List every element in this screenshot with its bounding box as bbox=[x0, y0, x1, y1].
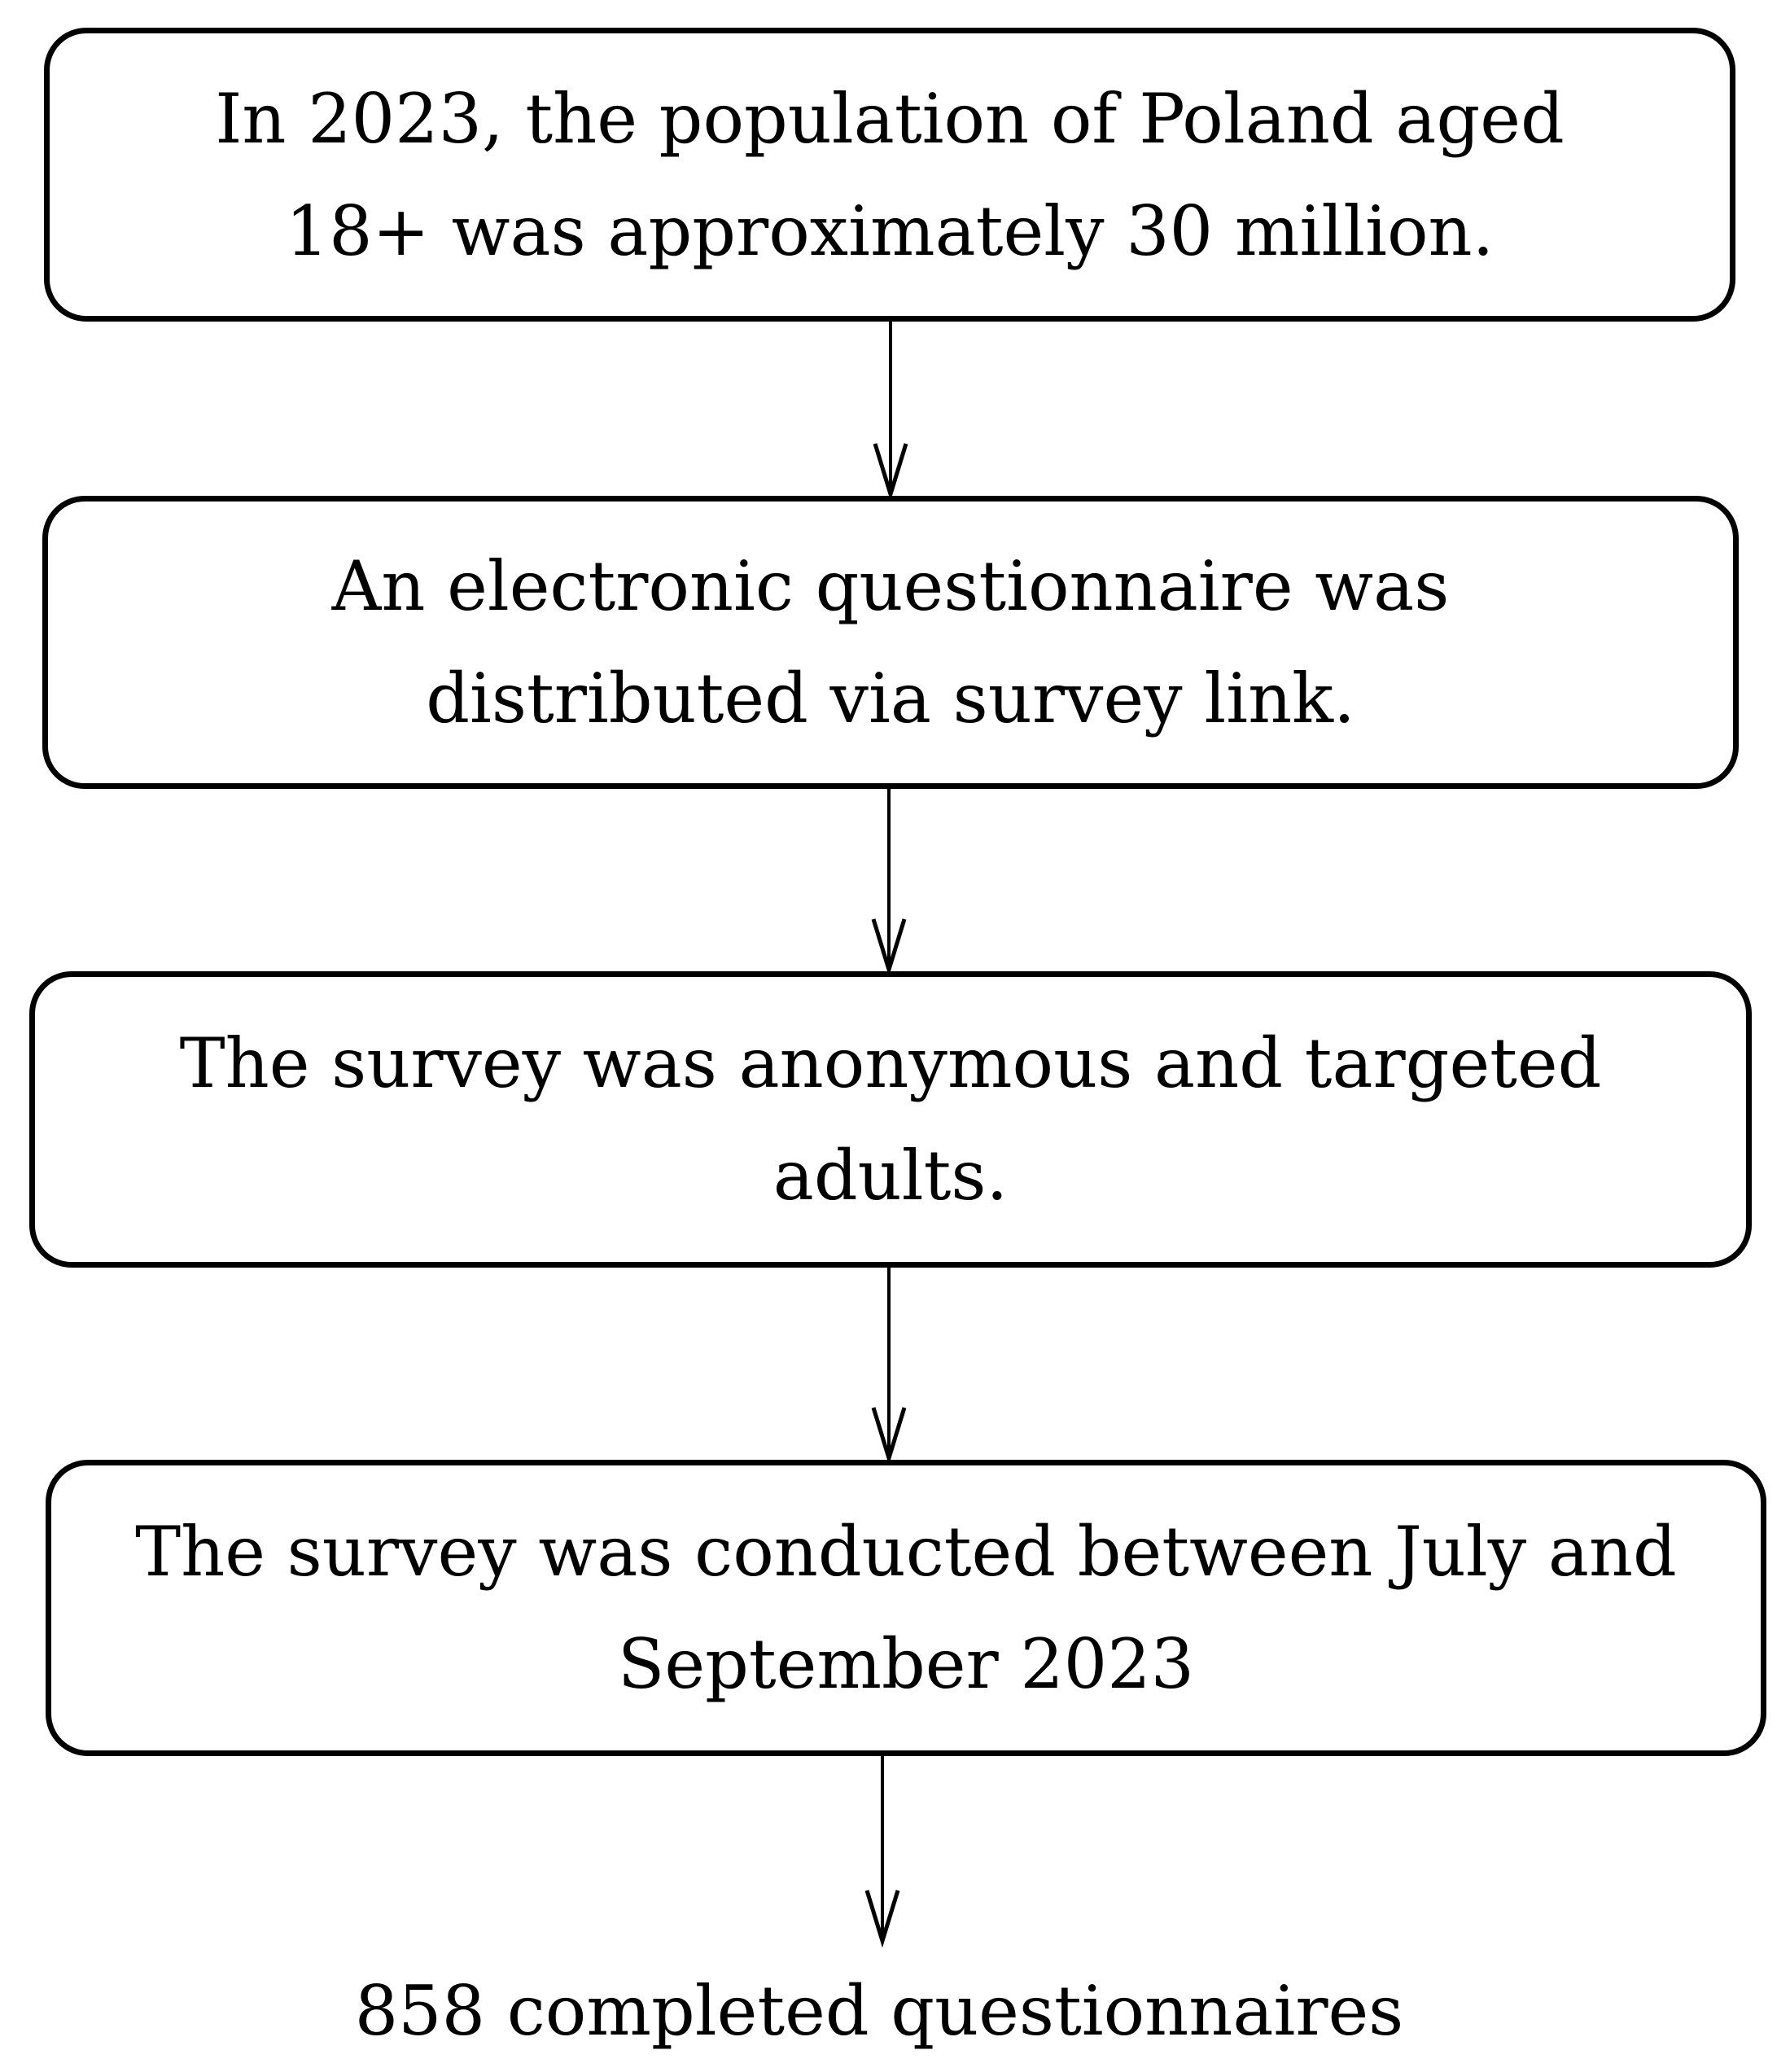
flow-step-questionnaire-text: An electronic questionnaire was distribu… bbox=[331, 546, 1450, 738]
arrow-3 bbox=[871, 1268, 907, 1465]
flow-step-questionnaire: An electronic questionnaire was distribu… bbox=[42, 496, 1739, 789]
arrow-1 bbox=[873, 322, 908, 502]
flow-result: 858 completed questionnaires bbox=[354, 1971, 1404, 2051]
arrow-4 bbox=[864, 1756, 900, 1948]
flow-step-period: The survey was conducted between July an… bbox=[46, 1460, 1766, 1756]
flow-step-population: In 2023, the population of Poland aged 1… bbox=[44, 28, 1735, 322]
arrow-2 bbox=[871, 789, 907, 977]
flow-step-period-text: The survey was conducted between July an… bbox=[135, 1512, 1677, 1704]
flow-step-anonymous: The survey was anonymous and targeted ad… bbox=[29, 971, 1752, 1268]
flow-step-anonymous-text: The survey was anonymous and targeted ad… bbox=[179, 1023, 1602, 1216]
flow-step-population-text: In 2023, the population of Poland aged 1… bbox=[215, 78, 1565, 271]
